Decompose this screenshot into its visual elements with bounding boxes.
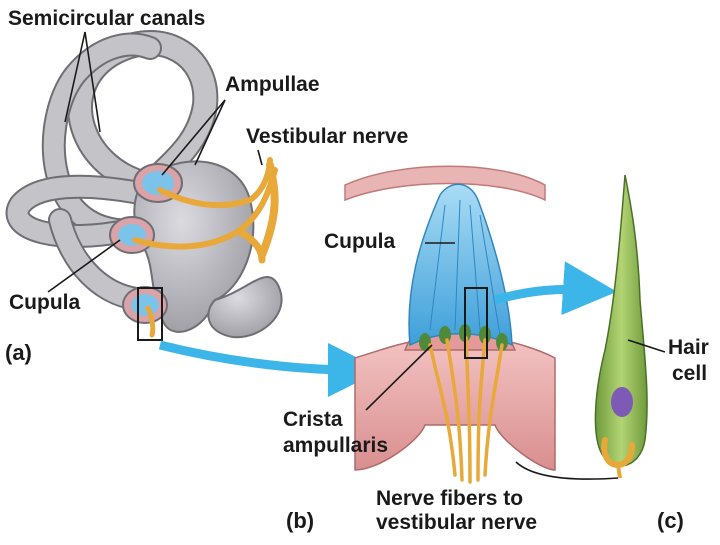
- label-nerve-fibers-line2: vestibular nerve: [376, 511, 538, 534]
- selection-box-a: [137, 287, 163, 341]
- label-vestibular-nerve: Vestibular nerve: [246, 125, 409, 148]
- label-cupula-a: Cupula: [9, 291, 81, 314]
- leader-lines: [47, 31, 666, 480]
- label-hair-line1: Hair: [668, 336, 709, 359]
- hair-cell-art: [594, 174, 648, 479]
- label-nerve-fibers-line1: Nerve fibers to: [376, 487, 524, 510]
- nucleus: [611, 387, 633, 417]
- arrow-b-to-c: [493, 261, 617, 316]
- selection-box-b: [464, 287, 488, 359]
- label-ampullae: Ampullae: [225, 73, 320, 96]
- panel-label-a: (a): [5, 340, 32, 365]
- vestibular-nerve-art: [132, 157, 279, 338]
- panel-label-c: (c): [657, 508, 684, 533]
- label-hair-line2: cell: [672, 362, 708, 385]
- panel-label-b: (b): [286, 508, 315, 533]
- label-cupula-b: Cupula: [324, 230, 396, 253]
- label-crista-line1: Crista: [283, 408, 343, 431]
- label-semicircular-canals: Semicircular canals: [8, 7, 206, 30]
- arrow-a-to-b: [158, 340, 382, 397]
- label-crista-line2: ampullaris: [283, 434, 389, 457]
- semicircular-canals-art: [5, 30, 283, 339]
